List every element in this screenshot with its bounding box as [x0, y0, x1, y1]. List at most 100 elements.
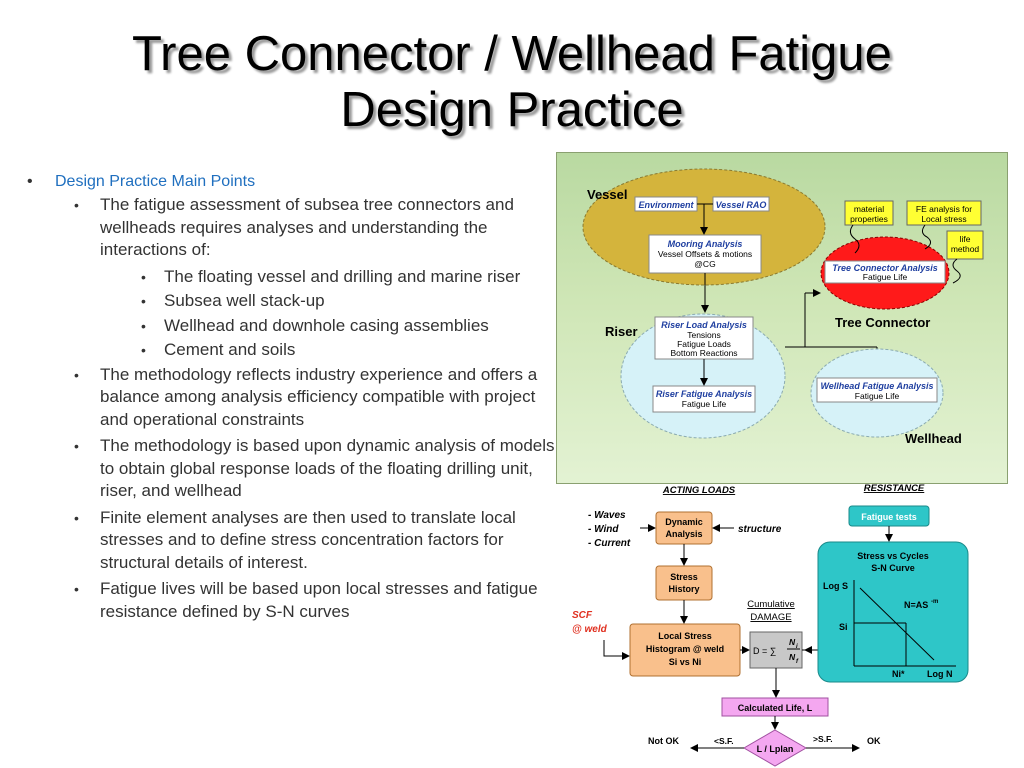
stress-history-line-1: Stress — [670, 572, 698, 582]
sub-bullet-1: • The floating vessel and drilling and ma… — [0, 266, 555, 289]
bullet-2-text: The methodology reflects industry experi… — [100, 364, 538, 429]
stress-history-line-2: History — [668, 584, 699, 594]
scf-label-2: @ weld — [572, 624, 608, 635]
bullet-dot: • — [141, 342, 146, 358]
fe-squiggle — [921, 224, 931, 250]
bullet-4-text: Finite element analyses are then used to… — [100, 507, 516, 572]
bullet-main: • Design Practice Main Points — [0, 172, 555, 192]
tree-analysis-sub: Fatigue Life — [863, 272, 908, 282]
fe-line-1: FE analysis for — [916, 204, 972, 214]
ratio-text: L / Lplan — [757, 744, 794, 754]
wellhead-analysis-title: Wellhead Fatigue Analysis — [820, 381, 933, 391]
life-line-2: method — [951, 244, 980, 254]
wellhead-label: Wellhead — [905, 431, 962, 446]
ok-label: OK — [867, 736, 881, 746]
riser-fatigue-box — [652, 385, 756, 413]
structure-label: structure — [738, 524, 782, 535]
local-stress-line-1: Local Stress — [658, 631, 712, 641]
sn-equation-exponent: -m — [931, 599, 938, 605]
environment-text: Environment — [638, 200, 694, 210]
sub-bullet-2: • Subsea well stack-up — [0, 290, 555, 313]
title-line-2: Design Practice — [340, 83, 684, 137]
riser-fatigue-title: Riser Fatigue Analysis — [656, 389, 752, 399]
dynamic-line-1: Dynamic — [665, 517, 703, 527]
mooring-box — [648, 234, 762, 274]
sn-axis-ni: Ni* — [892, 669, 905, 679]
sub-bullet-1-text: The floating vessel and drilling and mar… — [164, 266, 521, 286]
vessel-rao-text: Vessel RAO — [716, 200, 767, 210]
sn-axis-logn: Log N — [927, 669, 953, 679]
riser-load-box — [654, 316, 754, 360]
local-stress-line-2: Histogram @ weld — [646, 644, 724, 654]
calculated-life-text: Calculated Life, L — [738, 703, 813, 713]
lt-sf-label: <S.F. — [714, 736, 734, 746]
tree-analysis-box — [824, 260, 946, 284]
title-line-1: Tree Connector / Wellhead Fatigue — [132, 27, 892, 81]
sn-title-1: Stress vs Cycles — [857, 551, 929, 561]
scf-label-1: SCF — [572, 610, 593, 621]
sub-bullet-3-text: Wellhead and downhole casing assemblies — [164, 315, 489, 335]
bullet-dot: • — [141, 317, 146, 334]
sn-curve-panel — [817, 541, 969, 683]
gt-sf-label: >S.F. — [813, 734, 833, 744]
bullet-3-text: The methodology is based upon dynamic an… — [100, 436, 555, 500]
wind-label: - Wind — [588, 524, 619, 535]
formula-numerator: N — [789, 637, 796, 647]
damage-label: DAMAGE — [750, 612, 791, 623]
riser-label: Riser — [605, 324, 638, 339]
sn-curve-line — [859, 587, 935, 661]
notok-label: Not OK — [648, 736, 679, 746]
current-label: - Current — [588, 538, 631, 549]
fatigue-flowchart-svg: ACTING LOADS RESISTANCE - Waves - Wind -… — [572, 483, 969, 767]
bullet-list: • Design Practice Main Points •The fatigu… — [0, 172, 555, 627]
fatigue-tests-text: Fatigue tests — [861, 512, 917, 522]
bullet-1: •The fatigue assessment of subsea tree c… — [0, 194, 555, 262]
material-squiggle — [849, 224, 860, 254]
bullet-4: •Finite element analyses are then used t… — [0, 507, 555, 575]
scf-arrow — [603, 640, 630, 660]
fatigue-flowchart: ACTING LOADS RESISTANCE - Waves - Wind -… — [556, 482, 1024, 768]
damage-formula-box — [749, 631, 803, 669]
bullet-dot: • — [141, 293, 146, 309]
mooring-line-1: Vessel Offsets & motions — [658, 249, 752, 259]
fe-line-2: Local stress — [921, 214, 966, 224]
mooring-title: Mooring Analysis — [668, 239, 743, 249]
fe-analysis-box — [906, 200, 982, 226]
acting-loads-header: ACTING LOADS — [662, 485, 736, 496]
bullet-dot: • — [74, 366, 79, 383]
mooring-line-2: @CG — [694, 259, 715, 269]
riser-load-title: Riser Load Analysis — [661, 320, 747, 330]
bullet-5-text: Fatigue lives will be based upon local s… — [100, 579, 538, 621]
waves-label: - Waves — [588, 510, 626, 521]
bullet-dot: • — [27, 173, 33, 190]
riser-fatigue-sub: Fatigue Life — [682, 399, 727, 409]
wellhead-analysis-box — [816, 377, 938, 403]
formula-denominator-sub: f — [796, 659, 799, 665]
sub-bullet-4-text: Cement and soils — [164, 340, 296, 359]
bullet-dot: • — [74, 581, 79, 597]
riser-load-line-2: Fatigue Loads — [677, 339, 731, 349]
bullet-5: • Fatigue lives will be based upon local … — [0, 578, 555, 623]
bullet-dot: • — [74, 438, 79, 454]
ratio-diamond — [743, 729, 807, 767]
bullet-2: • The methodology reflects industry exper… — [0, 364, 555, 432]
riser-load-line-1: Tensions — [687, 330, 721, 340]
material-line-2: properties — [850, 214, 888, 224]
life-method-box — [946, 230, 984, 260]
formula-d-sum: D = ∑ — [753, 646, 776, 656]
sub-bullet-4: • Cement and soils — [0, 339, 555, 362]
analysis-diagram-svg: Vessel Environment Vessel RAO Mooring An… — [582, 168, 984, 446]
bullet-main-text: Design Practice Main Points — [55, 173, 256, 190]
sn-axis-logs: Log S — [823, 581, 848, 591]
local-stress-line-3: Si vs Ni — [669, 657, 702, 667]
tree-connector-label: Tree Connector — [835, 315, 930, 330]
sub-bullet-2-text: Subsea well stack-up — [164, 291, 325, 310]
formula-denominator: N — [789, 652, 796, 662]
material-line-1: material — [854, 204, 884, 214]
sn-equation: N=AS — [904, 600, 928, 610]
life-squiggle — [952, 258, 961, 284]
bullet-dot: • — [74, 197, 79, 213]
bullet-3: • The methodology is based upon dynamic a… — [0, 435, 555, 503]
bullet-dot: • — [141, 268, 146, 285]
tree-analysis-title: Tree Connector Analysis — [832, 263, 938, 273]
